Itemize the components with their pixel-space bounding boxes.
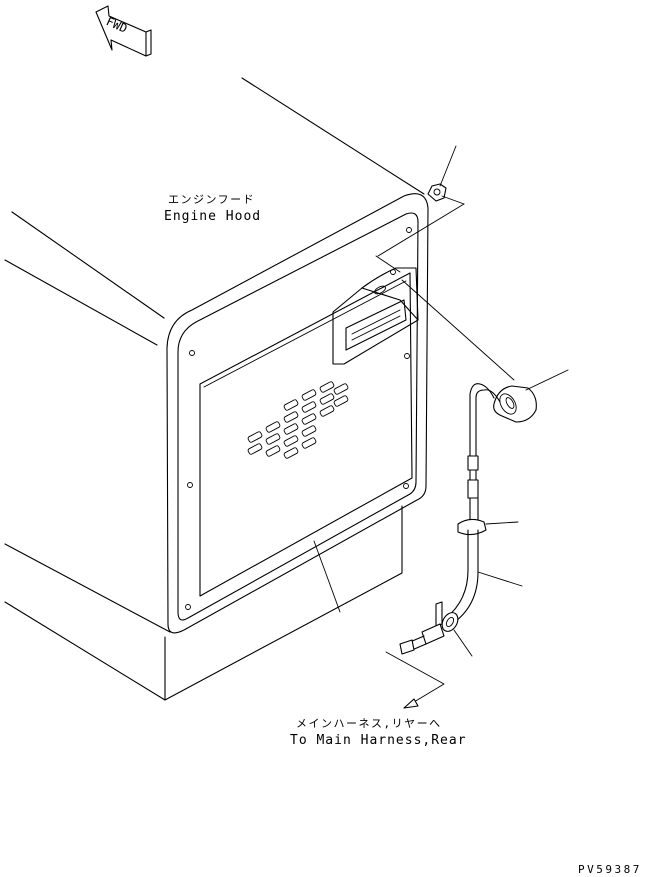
harness-label-jp: メインハーネス,リヤーへ: [296, 717, 442, 730]
wire-harness: [446, 394, 522, 624]
machine-body-outline: [5, 78, 424, 700]
harness-connector: [400, 624, 444, 654]
nut-part: [378, 146, 464, 256]
panel-bolts: [186, 228, 412, 610]
harness-label-en: To Main Harness,Rear: [290, 733, 467, 748]
engine-hood-label-en: Engine Hood: [164, 209, 262, 224]
engine-hood-label-jp: エンジンフード: [168, 193, 256, 206]
drawing-code: PV59387: [578, 863, 642, 876]
fwd-arrow-symbol: FWD: [96, 6, 151, 56]
lamp-bracket: [333, 256, 418, 364]
grommet-part: [436, 602, 472, 656]
leader-lines: [314, 541, 340, 612]
lamp-assembly: [402, 280, 568, 422]
engine-hood-panel: [167, 194, 428, 633]
louver-plate: [200, 273, 412, 596]
louver-slots: [247, 381, 348, 459]
harness-direction-arrow: [386, 652, 444, 708]
